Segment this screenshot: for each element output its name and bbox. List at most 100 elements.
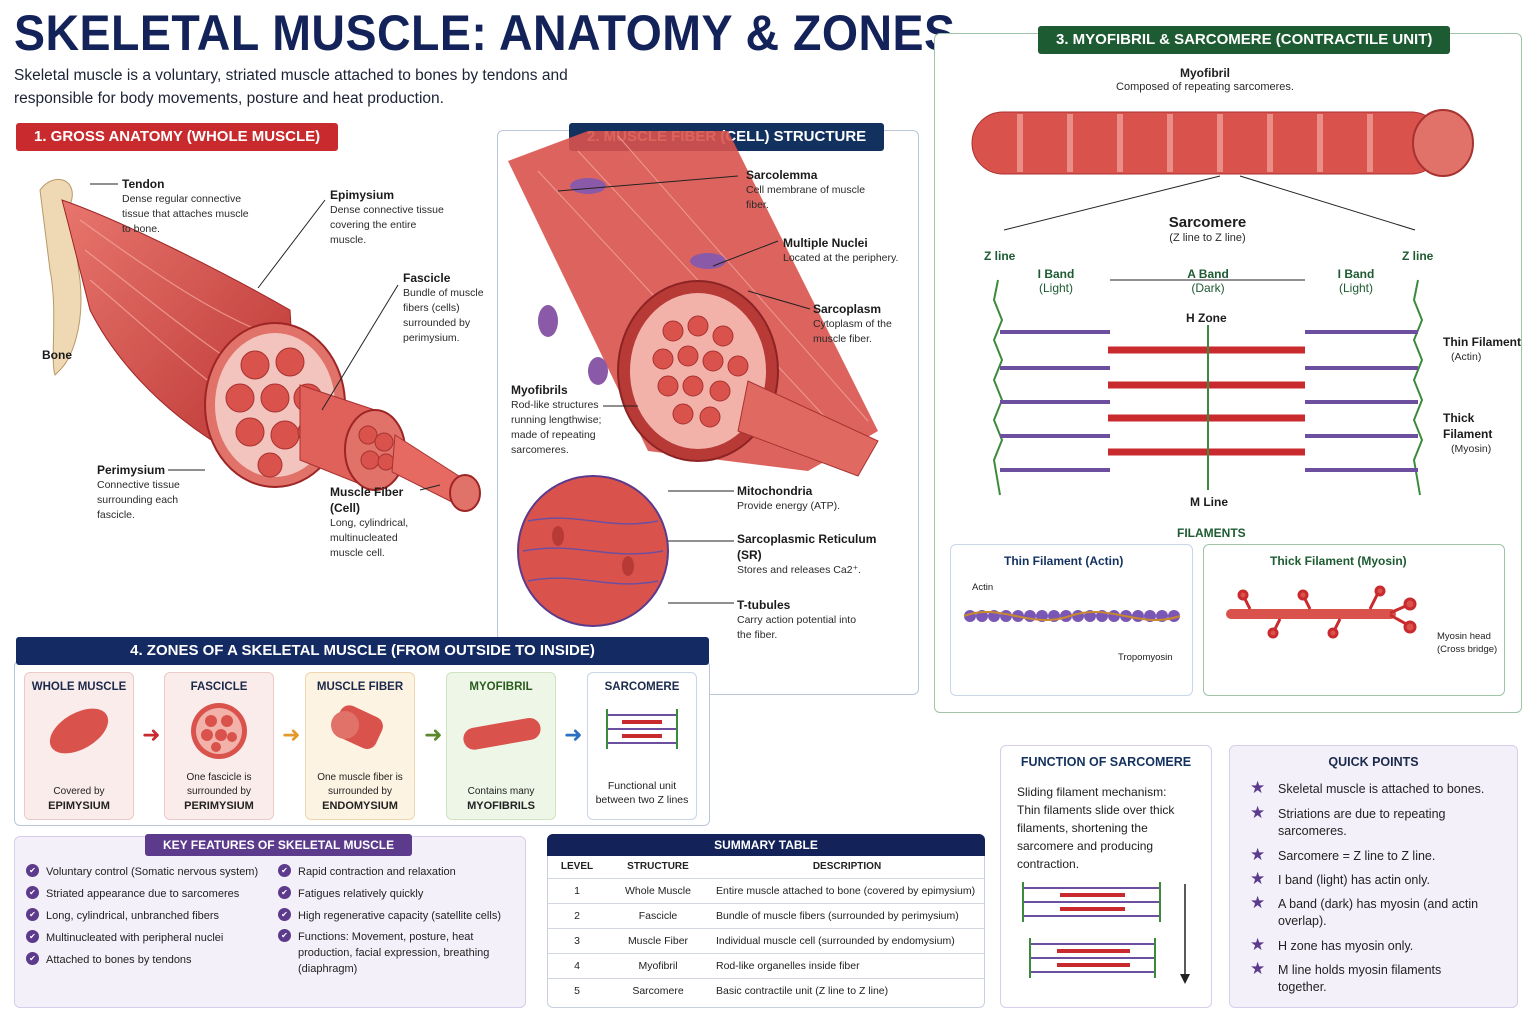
quick-point: I band (light) has actin only. (1250, 870, 1520, 889)
arrow-icon: ➜ (564, 722, 583, 747)
label-zline-right: Z line (1402, 249, 1434, 263)
zone-card-muscle-fiber: MUSCLE FIBER One muscle fiber is surroun… (305, 672, 415, 820)
label-muscle-fiber: Muscle Fiber (Cell)Long, cylindrical, mu… (330, 485, 409, 559)
arrow-icon: ➜ (282, 722, 301, 747)
label-sarcomere: Sarcomere (Z line to Z line) (1168, 214, 1247, 244)
zone-card-sarcomere: SARCOMERE Functional unit between two Z … (587, 672, 697, 820)
label-sr: Sarcoplasmic Reticulum (SR)Stores and re… (737, 532, 877, 576)
label-tropomyosin: Tropomyosin (1118, 652, 1173, 663)
table-cell: Individual muscle cell (surrounded by en… (710, 928, 984, 954)
label-thin-filament: Thin Filament(Actin) (1443, 335, 1521, 363)
label-iband-left: I Band(Light) (1037, 267, 1075, 295)
table-header: DESCRIPTION (710, 856, 984, 879)
thick-filament-box (1203, 544, 1505, 696)
myosin-filament (1226, 585, 1417, 639)
feature-right-3: High regenerative capacity (satellite ce… (278, 908, 501, 924)
feature-left-2: Striated appearance due to sarcomeres (26, 886, 239, 902)
label-myosin-head: Myosin head(Cross bridge) (1437, 631, 1498, 655)
table-cell: Fascicle (606, 903, 710, 929)
feature-left-4: Multinucleated with peripheral nuclei (26, 930, 223, 946)
section4-tag: 4. ZONES OF A SKELETAL MUSCLE (FROM OUTS… (16, 637, 709, 665)
table-header: STRUCTURE (606, 856, 710, 879)
thick-box-title: Thick Filament (Myosin) (1270, 554, 1407, 568)
summary-tag: SUMMARY TABLE (547, 834, 985, 856)
table-cell: Myofibril (606, 953, 710, 979)
section1-tag: 1. GROSS ANATOMY (WHOLE MUSCLE) (16, 123, 339, 151)
page-title: SKELETAL MUSCLE: ANATOMY & ZONES (14, 5, 956, 61)
table-cell: Entire muscle attached to bone (covered … (710, 878, 984, 904)
muscle-fiber-icon (331, 705, 383, 749)
function-text: Sliding filament mechanism:Thin filament… (1017, 785, 1175, 871)
table-cell: Rod-like organelles inside fiber (710, 953, 984, 979)
section3-tag: 3. MYOFIBRIL & SARCOMERE (CONTRACTILE UN… (1038, 26, 1451, 54)
myofibril-icon (463, 717, 541, 750)
table-row: 5 Sarcomere Basic contractile unit (Z line… (548, 978, 984, 1003)
quick-point: Sarcomere = Z line to Z line. (1250, 846, 1520, 865)
quick-point: M line holds myosin filaments together. (1250, 960, 1480, 996)
quick-points-title: QUICK POINTS (1328, 755, 1419, 769)
label-zline-left: Z line (984, 249, 1016, 263)
label-hzone: H Zone (1186, 311, 1227, 325)
filaments-title: FILAMENTS (1177, 526, 1246, 540)
actin-filament (963, 610, 1181, 622)
feature-left-1: Voluntary control (Somatic nervous syste… (26, 864, 258, 880)
table-cell: 2 (548, 903, 606, 929)
label-iband-right: I Band(Light) (1337, 267, 1375, 295)
quick-point: H zone has myosin only. (1250, 936, 1520, 955)
table-cell: Basic contractile unit (Z line to Z line… (716, 984, 889, 997)
quick-point: Skeletal muscle is attached to bones. (1250, 779, 1520, 798)
sarcomere-icon (606, 709, 678, 749)
table-cell: 5 (574, 984, 580, 997)
table-cell: Sarcomere (632, 984, 684, 997)
page-subtitle: Skeletal muscle is a voluntary, striated… (14, 67, 568, 107)
sliding-filament-diagram (1022, 882, 1190, 984)
function-title: FUNCTION OF SARCOMERE (1020, 755, 1192, 769)
feature-right-4: Functions: Movement, posture, heat produ… (278, 929, 503, 977)
arrow-icon: ➜ (142, 722, 161, 747)
label-myofibril: Myofibril Composed of repeating sarcomer… (1116, 66, 1294, 93)
table-cell: Bundle of muscle fibers (surrounded by p… (710, 903, 984, 929)
arrow-icon: ➜ (424, 722, 443, 747)
sarcomere-diagram (971, 109, 1474, 496)
quick-point: A band (dark) has myosin (and actin over… (1250, 894, 1480, 930)
table-cell: Muscle Fiber (606, 928, 710, 954)
feature-right-2: Fatigues relatively quickly (278, 886, 423, 902)
quick-point: Striations are due to repeating sarcomer… (1250, 804, 1470, 840)
feature-right-1: Rapid contraction and relaxation (278, 864, 456, 880)
table-cell: Whole Muscle (606, 878, 710, 904)
table-header: LEVEL (548, 856, 606, 879)
label-thick-filament: Thick Filament(Myosin) (1443, 411, 1493, 455)
muscle-fiber-illustration (508, 131, 879, 627)
table-cell: 4 (548, 953, 606, 979)
feature-left-5: Attached to bones by tendons (26, 952, 192, 968)
table-header-row: LEVEL STRUCTURE DESCRIPTION (548, 856, 984, 879)
whole-muscle-icon (49, 708, 109, 754)
fascicle-icon (191, 703, 247, 759)
label-mline: M Line (1190, 495, 1228, 509)
gross-anatomy-illustration (39, 178, 481, 512)
thin-box-title: Thin Filament (Actin) (1004, 554, 1124, 568)
label-aband: A Band(Dark) (1187, 267, 1229, 295)
features-tag: KEY FEATURES OF SKELETAL MUSCLE (145, 834, 413, 856)
table-cell: 3 (548, 928, 606, 954)
table-cell: 1 (548, 878, 606, 904)
feature-left-3: Long, cylindrical, unbranched fibers (26, 908, 219, 924)
label-bone: Bone (42, 348, 72, 362)
